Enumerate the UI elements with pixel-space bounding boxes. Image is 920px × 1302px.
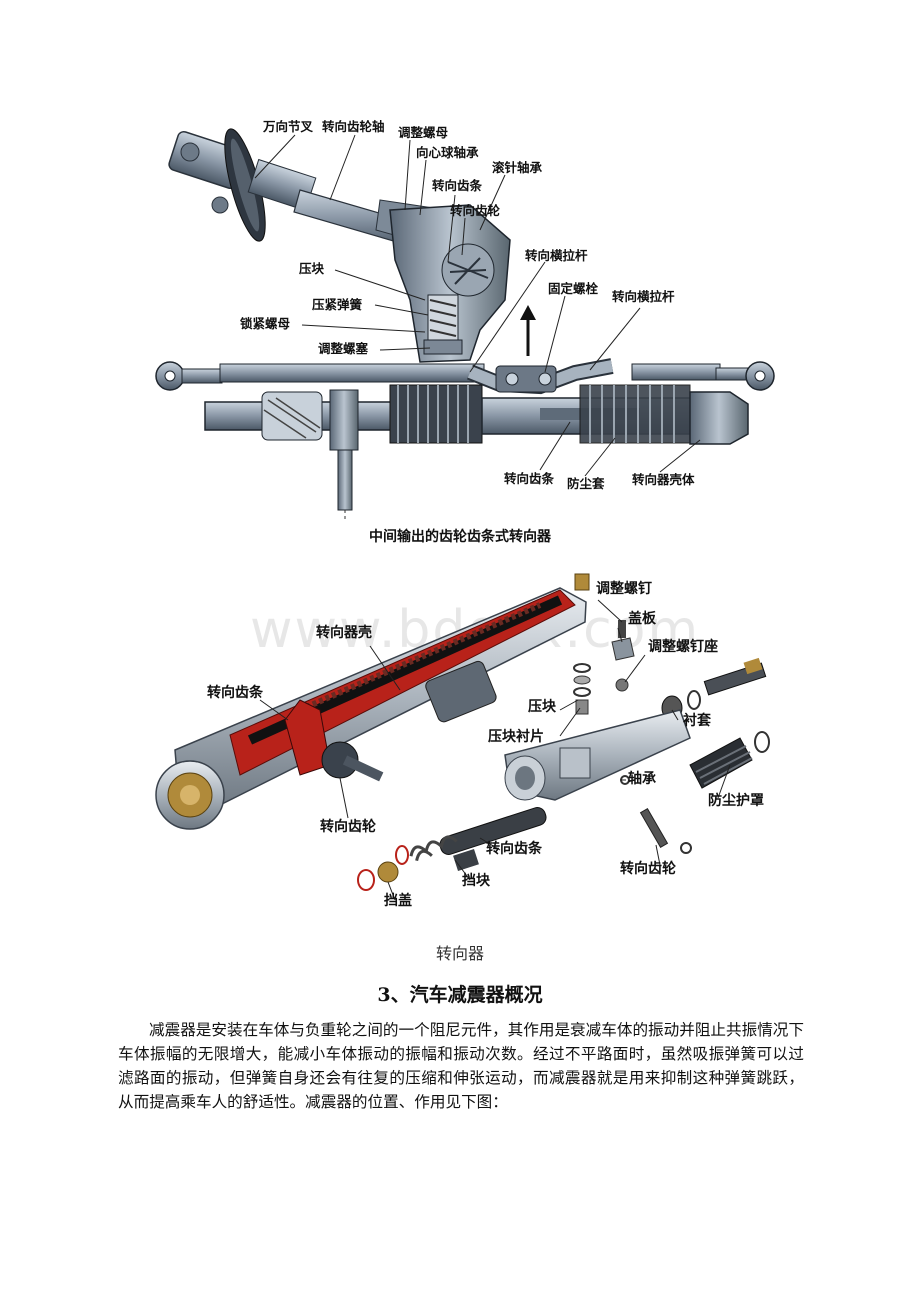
figure2-leader-lines: [259, 599, 731, 901]
label-pressure-block: 压块: [299, 261, 325, 276]
figure1-leader-lines: [254, 134, 701, 477]
bellows-right: [579, 384, 691, 444]
label-fixing-bolt: 固定螺栓: [548, 281, 599, 296]
section-heading: 3、汽车减震器概况: [377, 984, 543, 1006]
label-lock-nut: 锁紧螺母: [240, 316, 291, 331]
label-bearing: 轴承: [628, 771, 656, 787]
figure-steering-gear-exploded: www.bdocx.com: [0, 560, 920, 930]
label-pinion-left: 转向齿轮: [320, 819, 376, 835]
label-dust-boot: 防尘护罩: [708, 793, 764, 809]
label-adjust-nut: 调整螺母: [398, 125, 449, 140]
rack-housing-illustration: [204, 384, 749, 522]
movement-arrow: [520, 305, 536, 356]
label-universal-joint: 万向节叉: [263, 119, 314, 134]
figure1-caption: 中间输出的齿轮齿条式转向器: [369, 529, 551, 545]
label-rack-left: 转向齿条: [207, 685, 263, 701]
label-stop-block: 挡块: [462, 873, 490, 889]
assembled-housing-illustration: [155, 573, 590, 830]
label-pinion-top: 转向齿轮: [450, 203, 501, 218]
label-pinion-shaft: 转向齿轮轴: [322, 119, 385, 134]
dust-boot-illustration: [689, 737, 753, 789]
spring-illustration: [409, 835, 458, 862]
label-adjust-screw-seat: 调整螺钉座: [648, 639, 718, 655]
section-paragraph: 减震器是安装在车体与负重轮之间的一个阻尼元件，其作用是衰减车体的振动并阻止共振情…: [118, 1021, 804, 1111]
universal-joint-illustration: [168, 128, 317, 242]
label-rack-right: 转向齿条: [486, 841, 542, 857]
tie-rods-illustration: [155, 358, 775, 395]
figure2-caption: 转向器: [435, 944, 484, 963]
figure-steering-gear-cutaway: 万向节叉 转向齿轮轴 调整螺母 向心球轴承 滚针轴承 转向齿条 转向齿轮 转向横…: [0, 0, 920, 550]
label-adjust-screw: 调整螺钉: [596, 581, 652, 597]
label-cover-plate: 盖板: [628, 611, 656, 627]
label-housing: 转向器壳体: [632, 472, 695, 487]
exploded-steering-gear-illustration: [155, 573, 770, 901]
label-radial-bearing: 向心球轴承: [416, 145, 479, 160]
label-dust-cover: 防尘套: [567, 476, 605, 491]
gear-housing-cutaway-illustration: [389, 204, 511, 363]
label-housing-exploded: 转向器壳: [316, 625, 372, 641]
bellows-left: [389, 384, 483, 444]
label-rack-top: 转向齿条: [432, 178, 483, 193]
label-pressure-block-exploded: 压块: [528, 699, 556, 715]
label-pressure-spring: 压紧弹簧: [312, 297, 363, 312]
label-adjust-plug: 调整螺塞: [318, 341, 369, 356]
label-end-cap: 挡盖: [384, 893, 412, 909]
label-needle-bearing: 滚针轴承: [492, 160, 543, 175]
label-pinion-right: 转向齿轮: [620, 861, 676, 877]
label-rack-bottom: 转向齿条: [504, 471, 555, 486]
exploded-parts-illustration: [357, 620, 770, 891]
steering-gear-cutaway-illustration: [155, 128, 775, 522]
label-bushing: 衬套: [683, 713, 711, 729]
label-tie-rod-1: 转向横拉杆: [525, 248, 588, 263]
label-tie-rod-2: 转向横拉杆: [612, 289, 675, 304]
label-pressure-liner: 压块衬片: [488, 729, 544, 745]
